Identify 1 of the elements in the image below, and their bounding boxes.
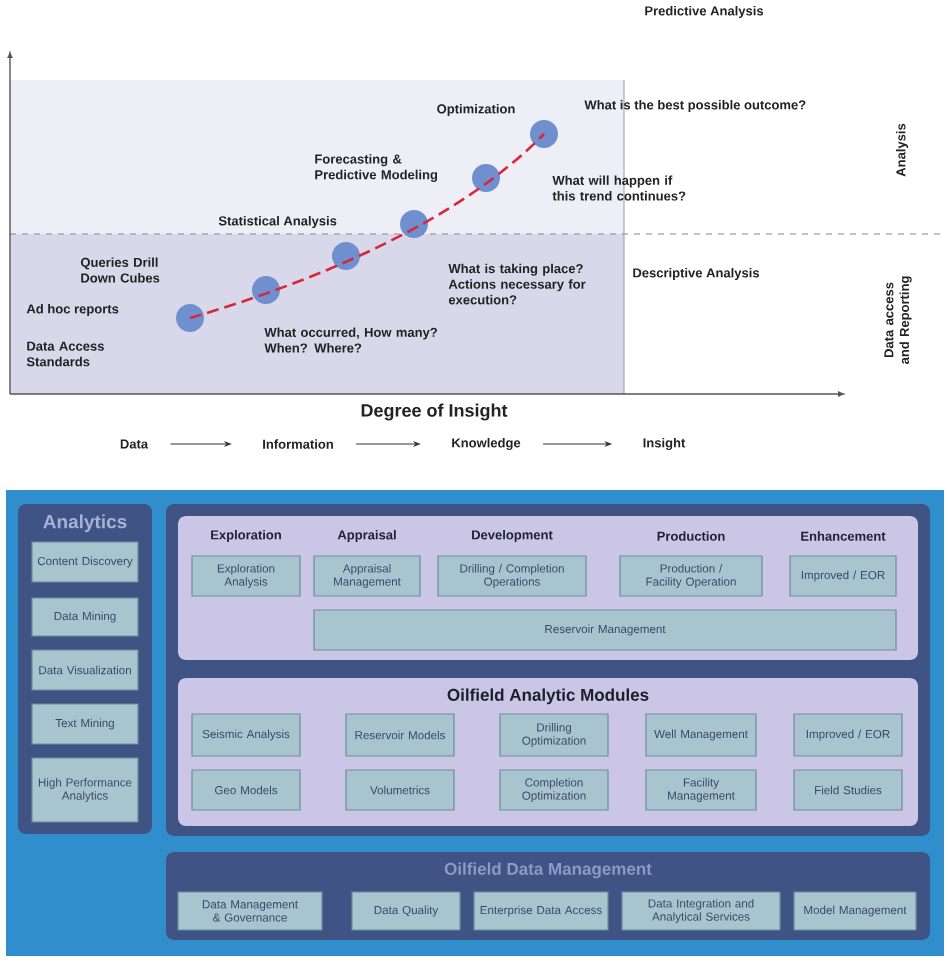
axis-title: Degree of Insight (361, 403, 508, 421)
